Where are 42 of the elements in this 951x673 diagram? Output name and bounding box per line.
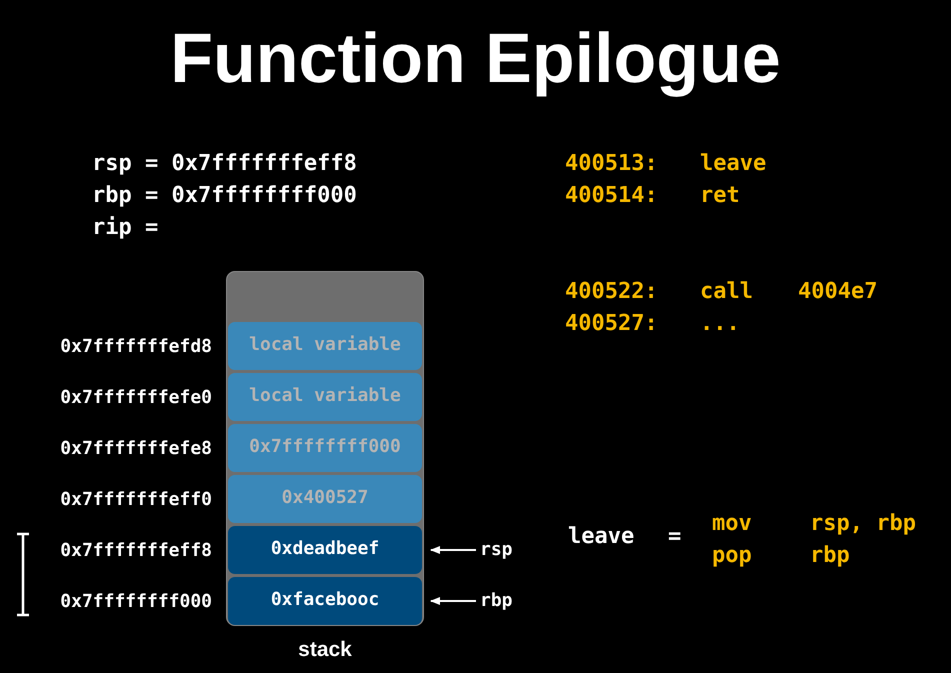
stack-address: 0x7fffffffeff8 xyxy=(60,539,212,563)
stack-slot xyxy=(228,475,422,523)
equals-sign: = xyxy=(668,523,682,551)
stack-address: 0x7ffffffff000 xyxy=(60,590,212,614)
slot-value: 0x7ffffffff000 xyxy=(248,436,402,457)
instruction: leave xyxy=(568,523,634,551)
stack-address: 0x7fffffffefd8 xyxy=(60,335,212,359)
code-address: 400514: xyxy=(565,182,658,210)
stack-caption: stack xyxy=(297,638,353,662)
instruction-operand: rsp, rbp xyxy=(810,510,916,538)
instruction: ret xyxy=(700,182,740,210)
slot-value: 0xdeadbeef xyxy=(270,538,380,559)
arrow xyxy=(430,597,476,605)
code-address: 400527: xyxy=(565,310,658,338)
stack-slot xyxy=(228,424,422,472)
arrow xyxy=(430,546,476,554)
instruction: call xyxy=(700,278,753,306)
stack-address: 0x7fffffffefe8 xyxy=(60,437,212,461)
instruction: ... xyxy=(700,310,740,338)
instruction: leave xyxy=(700,150,766,178)
instruction-operand: rbp xyxy=(810,542,850,570)
stack-slot xyxy=(228,373,422,421)
register-value: rsp = 0x7fffffffeff8 xyxy=(92,150,357,178)
slot-value: local variable xyxy=(248,334,402,355)
instruction: mov xyxy=(712,510,752,538)
stack-address: 0x7fffffffeff0 xyxy=(60,488,212,512)
stack-slot xyxy=(228,526,422,574)
register-name: rsp xyxy=(480,537,520,563)
code-address: 400522: xyxy=(565,278,658,306)
instruction-operand: 4004e7 xyxy=(798,278,878,306)
slot-value: 0x400527 xyxy=(280,487,370,508)
register-name: rbp xyxy=(480,588,520,614)
title: Function Epilogue xyxy=(169,18,782,98)
instruction: pop xyxy=(712,542,752,570)
stack-address: 0x7fffffffefe0 xyxy=(60,386,212,410)
register-value: rbp = 0x7ffffffff000 xyxy=(92,182,357,210)
slot-value: local variable xyxy=(248,385,402,406)
slot-value: 0xfacebooc xyxy=(270,589,380,610)
register-value: rip = xyxy=(92,214,158,242)
stack-slot xyxy=(228,577,422,625)
stack-slot xyxy=(228,322,422,370)
code-address: 400513: xyxy=(565,150,658,178)
